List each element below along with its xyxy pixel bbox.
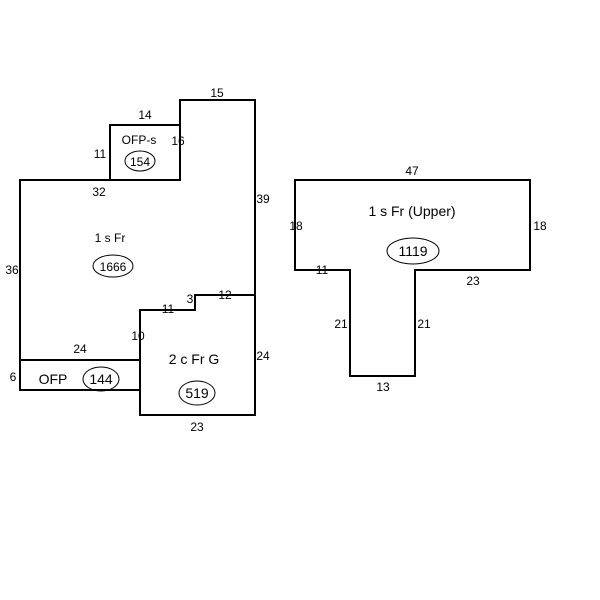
upper-area-size: 1119 bbox=[398, 243, 427, 259]
porch-s-area-ellipse bbox=[124, 150, 156, 172]
porch-s-divider bbox=[109, 124, 181, 181]
dimension-label: 23 bbox=[466, 274, 480, 288]
main-area-label: 1 s Fr bbox=[95, 231, 126, 245]
dimension-label: 39 bbox=[256, 192, 270, 206]
dimension-label: 18 bbox=[289, 219, 303, 233]
dimension-label: 24 bbox=[256, 349, 270, 363]
dimension-label: 11 bbox=[316, 263, 329, 277]
porch-s-area-label: OFP-s bbox=[122, 133, 157, 147]
main-area-ellipse bbox=[92, 254, 134, 278]
dimension-label: 6 bbox=[10, 370, 17, 384]
garage-area-size: 519 bbox=[185, 385, 209, 401]
dimension-label: 15 bbox=[210, 86, 224, 100]
dimension-label: 13 bbox=[376, 380, 390, 394]
upper-building-outline bbox=[294, 179, 531, 377]
dimension-label: 47 bbox=[405, 164, 419, 178]
upper-area-label: 1 s Fr (Upper) bbox=[368, 203, 455, 219]
dimension-label: 3 bbox=[187, 292, 194, 306]
dimension-label: 12 bbox=[218, 288, 232, 302]
dimension-label: 11 bbox=[94, 147, 107, 161]
dimension-label: 32 bbox=[92, 185, 106, 199]
upper-area-ellipse bbox=[386, 237, 440, 265]
dimension-label: 36 bbox=[5, 263, 19, 277]
garage-area-ellipse bbox=[178, 380, 216, 406]
dimension-label: 21 bbox=[417, 317, 431, 331]
dimension-label: 21 bbox=[334, 317, 348, 331]
porch-area-ellipse bbox=[82, 366, 120, 392]
dimension-label: 14 bbox=[138, 108, 152, 122]
dimension-label: 24 bbox=[73, 342, 87, 356]
dimension-label: 11 bbox=[162, 302, 175, 316]
dimension-label: 10 bbox=[131, 329, 145, 343]
garage-area-label: 2 c Fr G bbox=[169, 351, 220, 367]
dimension-label: 18 bbox=[533, 219, 547, 233]
porch-s-area-size: 154 bbox=[130, 155, 150, 169]
main-building-outline bbox=[19, 99, 256, 416]
main-area-size: 1666 bbox=[100, 260, 127, 274]
porch-area-size: 144 bbox=[89, 371, 113, 387]
dimension-label: 16 bbox=[171, 134, 185, 148]
dimension-label: 23 bbox=[190, 420, 204, 434]
garage-divider bbox=[139, 294, 256, 416]
porch-area-label: OFP bbox=[39, 371, 68, 387]
